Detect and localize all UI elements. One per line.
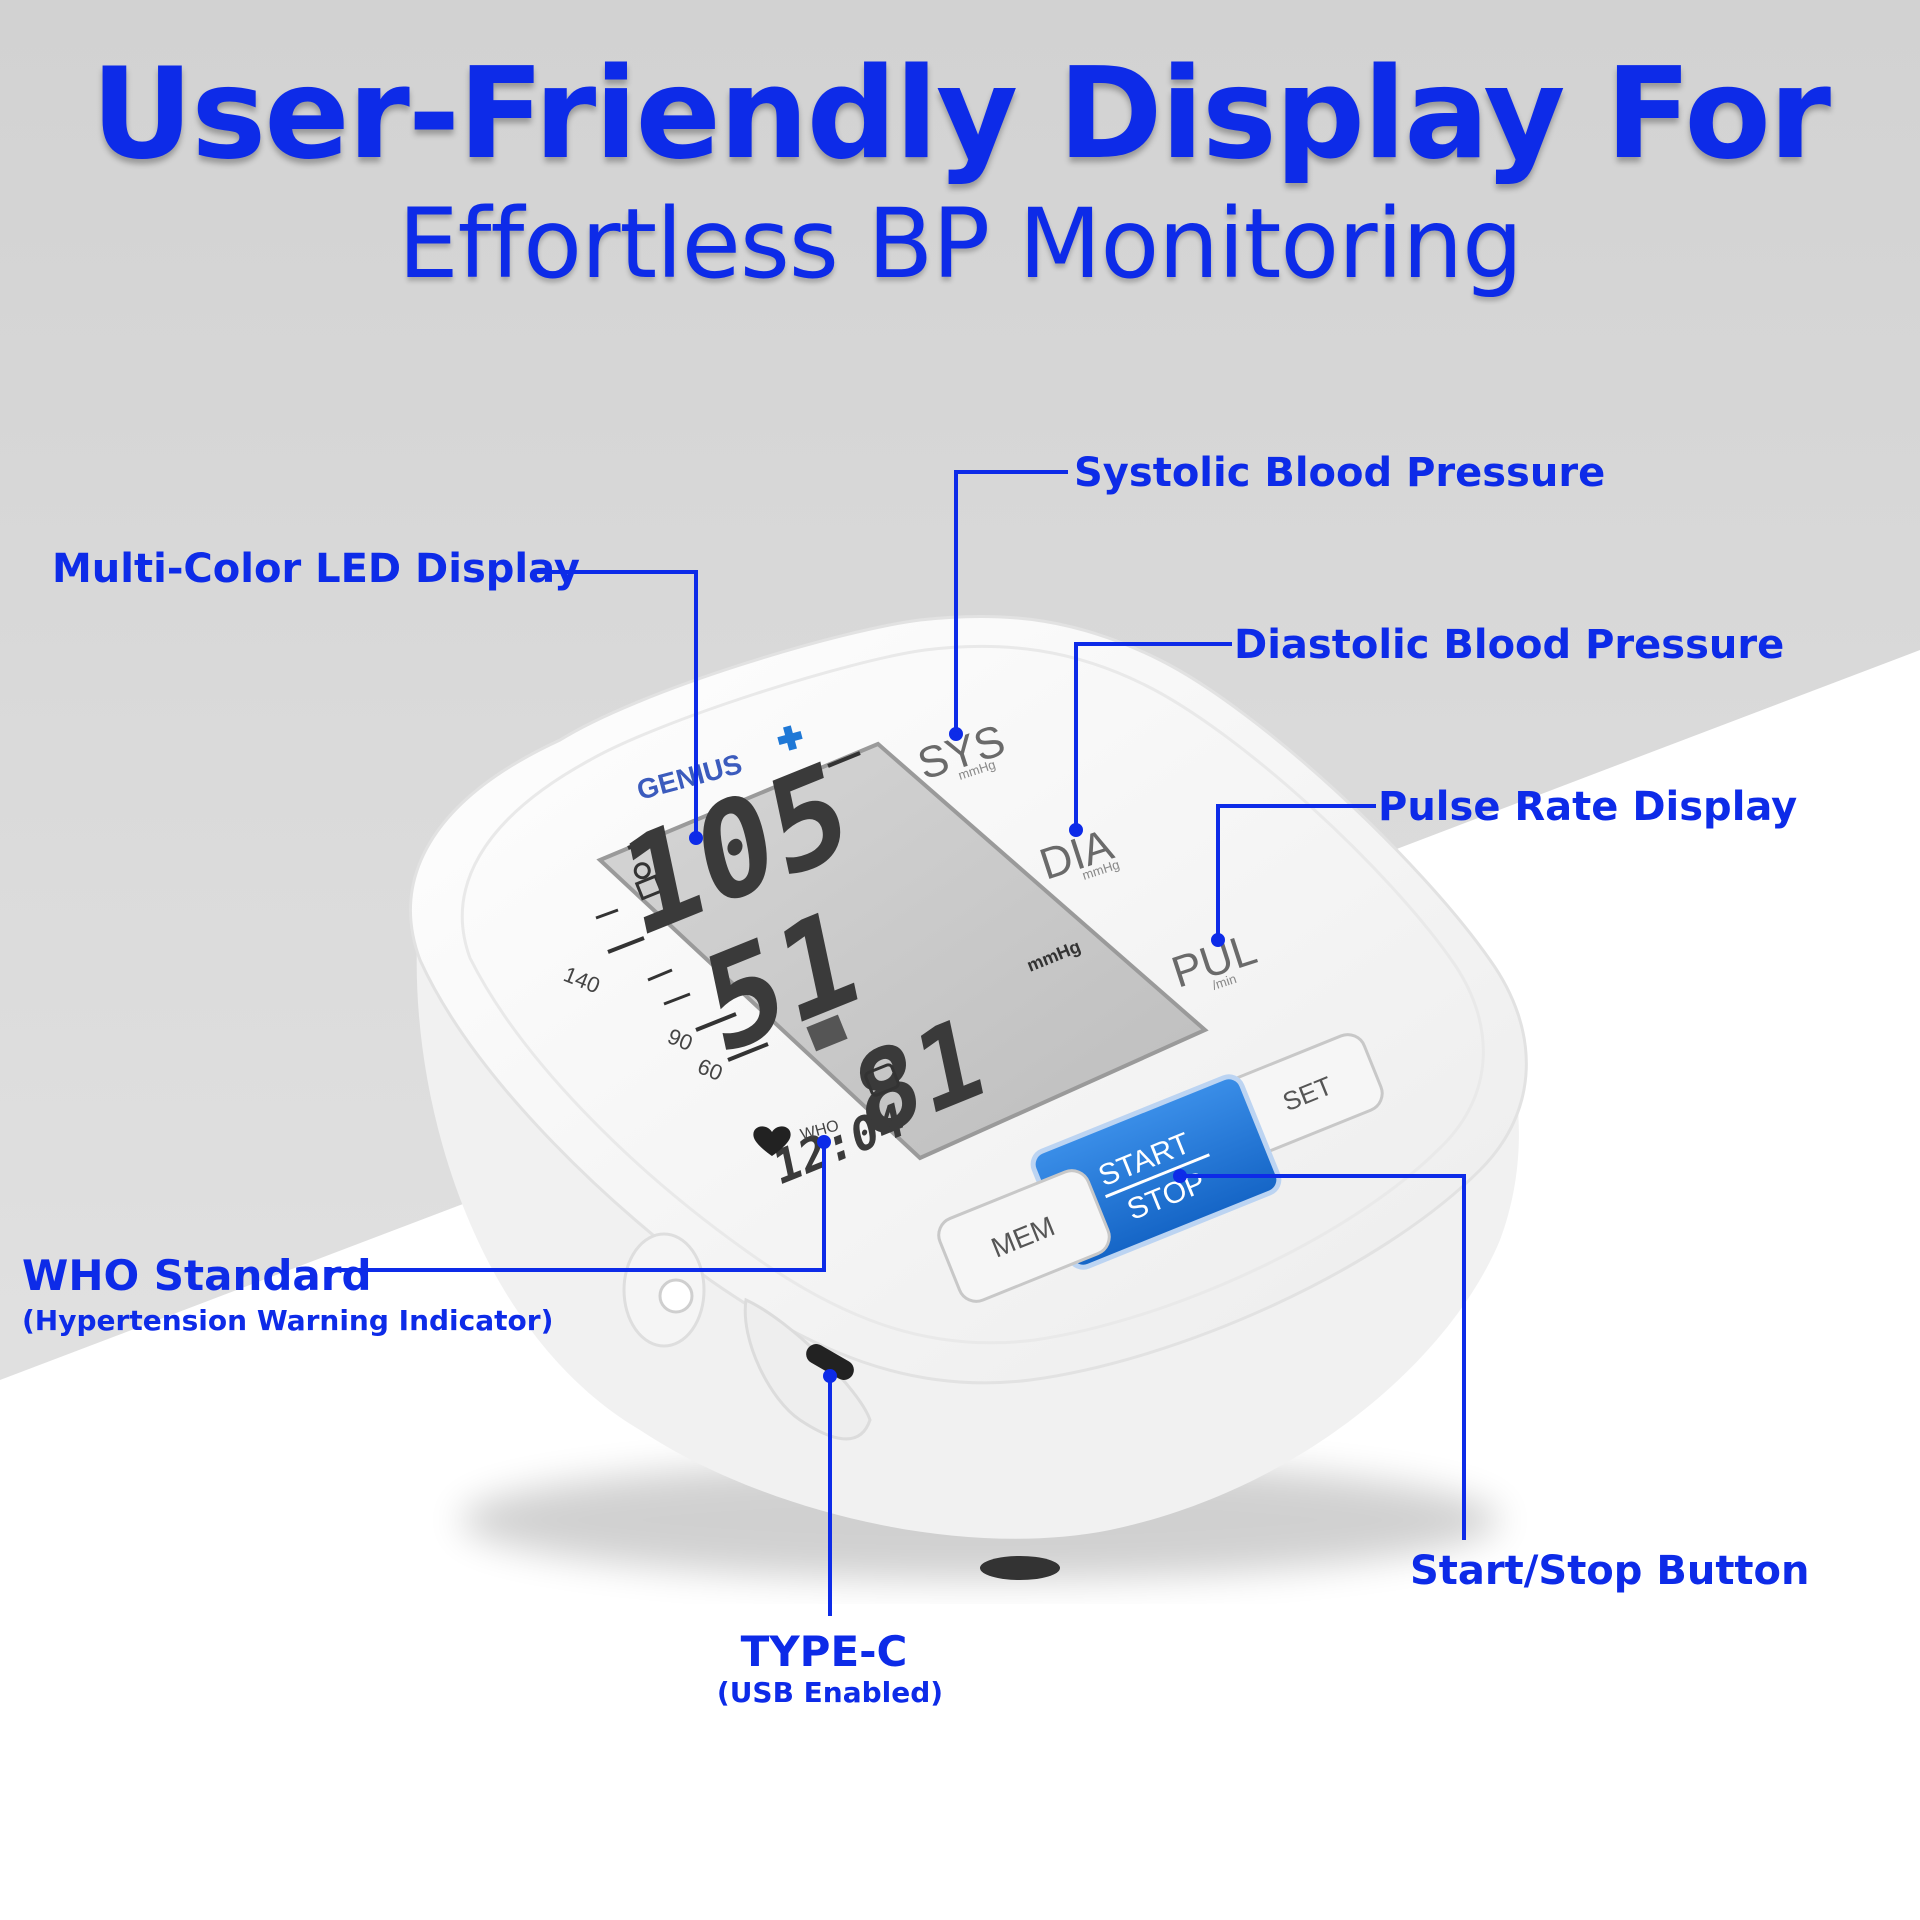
set-button[interactable]: SET: [1220, 1029, 1387, 1159]
callout-dot-typec: [823, 1369, 837, 1383]
callout-lines: [330, 470, 1466, 1616]
callout-diastolic: Diastolic Blood Pressure: [1234, 622, 1784, 668]
lcd-memory-icon: [864, 1063, 900, 1097]
callout-line-diastolic: [1074, 642, 1232, 830]
callout-dot-start: [1173, 1169, 1187, 1183]
callout-line-systolic: [954, 470, 1068, 734]
callout-dot-systolic: [949, 727, 963, 741]
mem-button[interactable]: MEM: [933, 1165, 1114, 1307]
lcd-led-strip: [627, 833, 661, 850]
bp-scale: [595, 908, 769, 1062]
callout-line-who: [330, 1142, 826, 1272]
scale-tick: [595, 908, 619, 920]
callout-systolic: Systolic Blood Pressure: [1074, 450, 1605, 496]
callout-line-led: [536, 570, 698, 838]
cuff-air-port-hole: [658, 1278, 694, 1314]
scale-tick: [695, 1012, 737, 1032]
callout-who-sub: (Hypertension Warning Indicator): [22, 1304, 553, 1337]
callout-pulse: Pulse Rate Display: [1378, 784, 1797, 830]
callout-line-start: [1180, 1174, 1466, 1540]
heart-icon: [753, 1126, 791, 1156]
headline-main: User-Friendly Display For: [90, 40, 1831, 187]
callout-dot-who: [817, 1135, 831, 1149]
user-icon: [633, 862, 664, 901]
lcd-heart-block-icon: [806, 1014, 848, 1052]
device-foot: [980, 1556, 1060, 1580]
lcd-led-strip-2: [827, 751, 861, 768]
brand-cross-icon: [777, 725, 803, 751]
scale-tick: [607, 936, 645, 954]
callout-dot-diastolic: [1069, 823, 1083, 837]
typec-port: [806, 1344, 854, 1380]
lcd-screen: [596, 741, 1209, 1161]
callout-dot-pulse: [1211, 933, 1225, 947]
callout-led: Multi-Color LED Display: [52, 546, 580, 592]
pul-unit: /min: [1210, 971, 1238, 993]
scale-tick: [647, 968, 673, 982]
callout-dot-led: [689, 831, 703, 845]
callout-typec-title: TYPE-C: [741, 1627, 908, 1676]
callout-typec-sub: (USB Enabled): [717, 1676, 943, 1709]
callout-start-stop: Start/Stop Button: [1410, 1548, 1810, 1594]
scale-tick: [727, 1042, 769, 1062]
headline-sub: Effortless BP Monitoring: [397, 188, 1523, 300]
start-stop-divider: [1105, 1153, 1210, 1199]
callout-line-pulse: [1216, 804, 1376, 940]
device-top-rim: [460, 644, 1485, 1345]
scale-tick: [663, 992, 691, 1006]
callout-who-title: WHO Standard: [22, 1251, 372, 1300]
